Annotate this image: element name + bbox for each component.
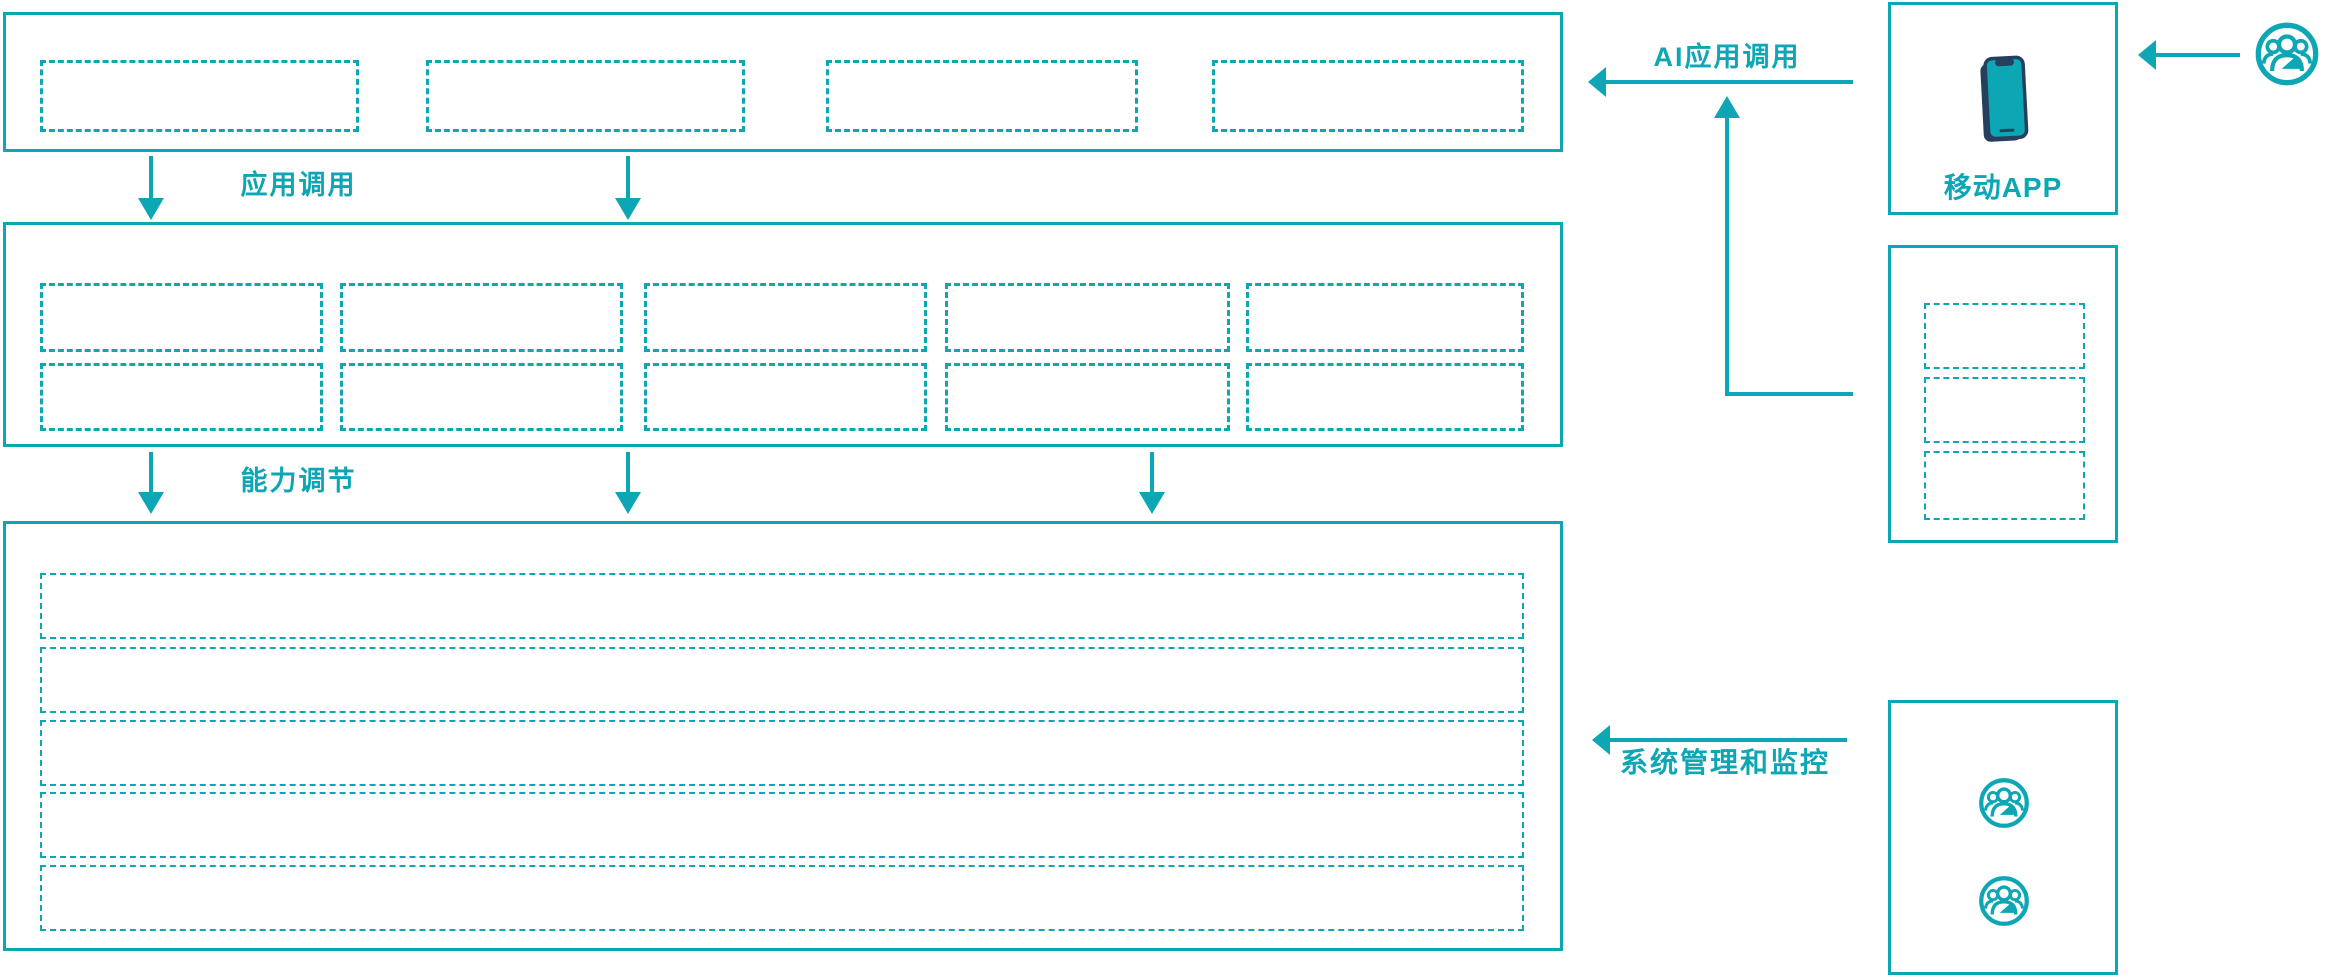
app-call-arrow-2-shaft bbox=[626, 156, 630, 198]
capability-slot-r1c3 bbox=[644, 283, 927, 352]
capability-adjust-label: 能力调节 bbox=[240, 466, 357, 496]
smartphone-icon bbox=[1980, 55, 2029, 144]
capability-slot-r2c1 bbox=[40, 363, 323, 431]
client-slot-2 bbox=[1924, 377, 2085, 443]
system-mgmt-label: 系统管理和监控 bbox=[1619, 747, 1830, 778]
app-call-arrow-1-head bbox=[138, 198, 164, 220]
app-call-arrow-1-shaft bbox=[149, 156, 153, 198]
capability-arrow-3-shaft bbox=[1150, 452, 1154, 492]
capability-slot-r2c5 bbox=[1246, 363, 1524, 431]
capability-slot-r1c4 bbox=[945, 283, 1230, 352]
system-mgmt-arrow-head bbox=[1592, 725, 1610, 755]
ai-app-call-arrow-head bbox=[1588, 67, 1606, 97]
platform-row-1 bbox=[40, 573, 1524, 639]
capability-slot-r1c1 bbox=[40, 283, 323, 352]
capability-arrow-2-shaft bbox=[626, 452, 630, 492]
application-slot-1 bbox=[40, 60, 359, 132]
application-slot-2 bbox=[426, 60, 745, 132]
capability-arrow-2-head bbox=[615, 492, 641, 514]
platform-row-3 bbox=[40, 720, 1524, 786]
system-mgmt-arrow-line bbox=[1610, 738, 1847, 742]
client-up-arrow-head bbox=[1714, 96, 1740, 118]
capability-slot-r2c2 bbox=[340, 363, 623, 431]
application-slot-3 bbox=[826, 60, 1138, 132]
users-group-icon bbox=[1977, 776, 2031, 830]
platform-row-5 bbox=[40, 865, 1524, 931]
capability-slot-r1c5 bbox=[1246, 283, 1524, 352]
mobile-app-panel: 移动APP bbox=[1888, 2, 2118, 215]
capability-layer-panel bbox=[3, 222, 1563, 447]
application-layer-panel bbox=[3, 12, 1563, 152]
capability-slot-r2c3 bbox=[644, 363, 927, 431]
client-slot-1 bbox=[1924, 303, 2085, 369]
ai-app-call-label: AI应用调用 bbox=[1653, 42, 1801, 72]
external-users-group-icon bbox=[2253, 20, 2321, 88]
client-panel bbox=[1888, 245, 2118, 543]
ai-app-call-arrow-line bbox=[1606, 80, 1853, 84]
users-group-icon bbox=[1977, 874, 2031, 928]
platform-row-2 bbox=[40, 647, 1524, 713]
client-connector-line bbox=[1725, 392, 1853, 396]
capability-arrow-1-head bbox=[138, 492, 164, 514]
admin-panel bbox=[1888, 700, 2118, 975]
app-call-arrow-2-head bbox=[615, 198, 641, 220]
mobile-app-label: 移动APP bbox=[1943, 172, 2063, 203]
platform-layer-panel bbox=[3, 521, 1563, 951]
user-arrow-head bbox=[2138, 40, 2156, 70]
client-slot-3 bbox=[1924, 451, 2085, 520]
capability-slot-r1c2 bbox=[340, 283, 623, 352]
app-call-label: 应用调用 bbox=[240, 170, 357, 200]
application-slot-4 bbox=[1212, 60, 1524, 132]
client-up-arrow-shaft bbox=[1725, 118, 1729, 396]
platform-row-4 bbox=[40, 792, 1524, 858]
capability-slot-r2c4 bbox=[945, 363, 1230, 431]
capability-arrow-3-head bbox=[1139, 492, 1165, 514]
capability-arrow-1-shaft bbox=[149, 452, 153, 492]
user-arrow-line bbox=[2156, 53, 2240, 57]
